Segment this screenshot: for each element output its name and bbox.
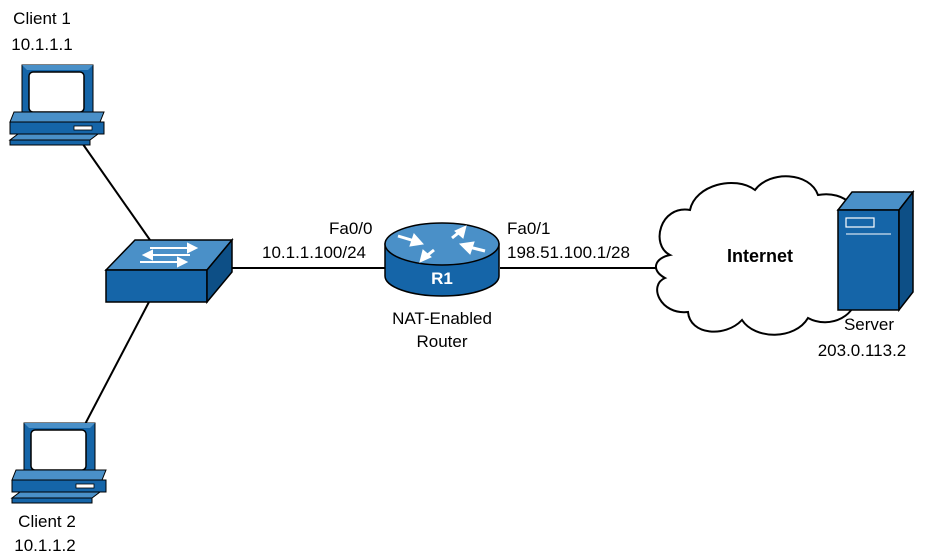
router-inside-address: 10.1.1.100/24 bbox=[262, 243, 366, 262]
link-client1-switch bbox=[79, 139, 151, 241]
server-tower-icon bbox=[836, 189, 915, 313]
router-outside-interface: Fa0/1 bbox=[507, 219, 551, 238]
switch-icon bbox=[104, 237, 234, 305]
client2-pc-icon bbox=[10, 422, 107, 504]
link-client2-switch bbox=[81, 299, 151, 431]
client2-name: Client 2 bbox=[18, 512, 76, 531]
router-description-line1: NAT-Enabled bbox=[392, 309, 492, 328]
client1-pc-icon bbox=[8, 64, 105, 146]
router-inside-interface: Fa0/0 bbox=[329, 219, 373, 238]
client1-name: Client 1 bbox=[13, 9, 71, 28]
router-description-line2: Router bbox=[416, 332, 468, 351]
cloud-label: Internet bbox=[726, 246, 793, 266]
router-id-label: R1 bbox=[431, 269, 453, 288]
router-outside-address: 198.51.100.1/28 bbox=[507, 243, 630, 262]
router-r1-icon bbox=[384, 222, 500, 297]
server-ip: 203.0.113.2 bbox=[817, 341, 907, 360]
server-name: Server bbox=[843, 315, 895, 334]
client2-ip: 10.1.1.2 bbox=[14, 536, 76, 555]
client1-ip: 10.1.1.1 bbox=[11, 35, 73, 54]
